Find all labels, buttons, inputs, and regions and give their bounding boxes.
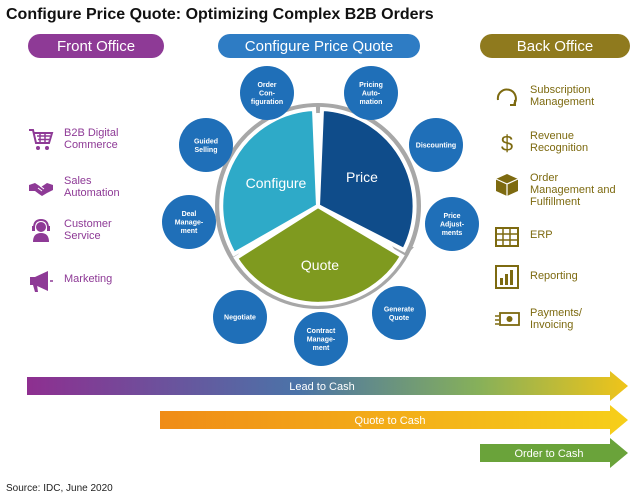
handshake-icon: [29, 183, 53, 196]
quote-label: Quote: [301, 257, 339, 273]
label-line: Management and: [530, 184, 616, 196]
configure-label: Configure: [246, 175, 307, 191]
cpq-header: Configure Price Quote: [218, 34, 420, 58]
satellite-label: Generate: [384, 306, 414, 313]
satellite-label: Con-: [259, 91, 276, 98]
back-office-item-erp: ERP: [494, 224, 634, 254]
satellite-node: [425, 197, 479, 251]
label-line: B2B Digital: [64, 127, 119, 139]
grid-table-icon: [495, 227, 519, 247]
satellite-label: ment: [313, 345, 330, 352]
satellite-node: [213, 290, 267, 344]
label-line: Service: [64, 230, 101, 242]
ring-arrowhead: [392, 246, 414, 260]
satellite-label: Selling: [195, 147, 218, 154]
quote-to-cash-arrow: [160, 405, 628, 435]
label-line: Invoicing: [530, 319, 574, 331]
back-office-label: ERP: [530, 229, 553, 241]
front-office-label: Customer Service: [64, 218, 112, 242]
back-office-label: Payments/ Invoicing: [530, 307, 582, 331]
satellite-label: Quote: [389, 315, 409, 322]
back-office-label: Reporting: [530, 270, 578, 282]
satellite-label: ment: [181, 228, 198, 235]
label-line: Automation: [64, 187, 120, 199]
satellite-node: [162, 195, 216, 249]
front-office-label: B2B Digital Commerce: [64, 127, 118, 151]
satellite-label: mation: [360, 99, 383, 106]
satellite-node: [344, 66, 398, 120]
back-office-item-payments: Payments/ Invoicing: [494, 307, 634, 337]
satellite-label: ments: [442, 230, 463, 237]
back-office-label: Subscription Management: [530, 84, 594, 108]
label-line: Recognition: [530, 142, 589, 154]
label-line: Customer: [64, 218, 112, 230]
back-office-header: Back Office: [480, 34, 630, 58]
label-line: Marketing: [64, 273, 113, 285]
label-line: Commerce: [64, 139, 118, 151]
back-office-item-order-management: Order Management and Fulfillment: [494, 172, 634, 208]
label-line: Fulfillment: [530, 196, 581, 208]
label-line: Management: [530, 96, 595, 108]
satellite-label: Adjust-: [440, 222, 465, 229]
svg-text:$: $: [501, 131, 513, 156]
refresh-arrow-icon: [496, 88, 517, 106]
satellite-label: Contract: [307, 328, 336, 335]
front-office-item-sales-automation: Sales Automation: [28, 175, 168, 205]
back-office-label: Revenue Recognition: [530, 130, 588, 154]
satellite-node: [179, 118, 233, 172]
label-line: Sales: [64, 175, 92, 187]
source-note: Source: IDC, June 2020: [6, 483, 113, 494]
label-line: Order: [530, 172, 559, 184]
satellite-label: figuration: [251, 99, 283, 106]
front-office-label: Marketing: [64, 273, 112, 285]
back-office-item-revenue: $ Revenue Recognition: [494, 130, 634, 160]
label-line: ERP: [530, 229, 553, 241]
label-line: Subscription: [530, 84, 591, 96]
front-office-item-b2b-commerce: B2B Digital Commerce: [28, 127, 168, 157]
back-office-label: Order Management and Fulfillment: [530, 172, 616, 208]
bar-chart-icon: [495, 265, 519, 289]
front-office-item-marketing: Marketing: [28, 268, 168, 298]
satellite-label: Pricing: [359, 82, 383, 89]
label-line: Payments/: [530, 307, 582, 319]
diagram-title: Configure Price Quote: Optimizing Comple…: [6, 6, 434, 23]
satellite-label: Discounting: [416, 143, 456, 150]
order-to-cash-label: Order to Cash: [514, 448, 583, 460]
back-office-item-subscription: Subscription Management: [494, 84, 634, 114]
price-segment: [315, 106, 417, 253]
satellite-label: Manage-: [307, 337, 336, 344]
satellite-label: Negotiate: [224, 315, 256, 322]
headset-icon: [32, 218, 50, 242]
satellite-label: Deal: [182, 211, 197, 218]
box-icon: [495, 174, 519, 196]
quote-segment: [233, 203, 405, 306]
front-office-item-customer-service: Customer Service: [28, 218, 168, 248]
front-office-header: Front Office: [28, 34, 164, 58]
front-office-label: Sales Automation: [64, 175, 120, 199]
megaphone-icon: [30, 271, 53, 292]
money-icon: [495, 312, 520, 326]
dollar-sign-icon: $: [501, 131, 513, 156]
satellite-label: Manage-: [175, 220, 204, 227]
satellite-node: [372, 286, 426, 340]
order-to-cash-arrow: [480, 438, 628, 468]
label-line: Revenue: [530, 130, 575, 142]
lead-to-cash-arrow: [27, 371, 628, 401]
satellite-node: [240, 66, 294, 120]
satellite-node: [409, 118, 463, 172]
configure-segment: [219, 106, 321, 257]
satellite-label: Auto-: [362, 91, 381, 98]
shopping-cart-icon: [29, 129, 54, 150]
lead-to-cash-label: Lead to Cash: [289, 381, 354, 393]
back-office-item-reporting: Reporting: [494, 264, 634, 294]
price-label: Price: [346, 169, 378, 185]
satellite-label: Guided: [194, 138, 218, 145]
satellite-node: [294, 312, 348, 366]
satellite-label: Price: [443, 213, 460, 220]
label-line: Reporting: [530, 270, 578, 282]
satellite-label: Order: [257, 82, 276, 89]
quote-to-cash-label: Quote to Cash: [355, 415, 426, 427]
